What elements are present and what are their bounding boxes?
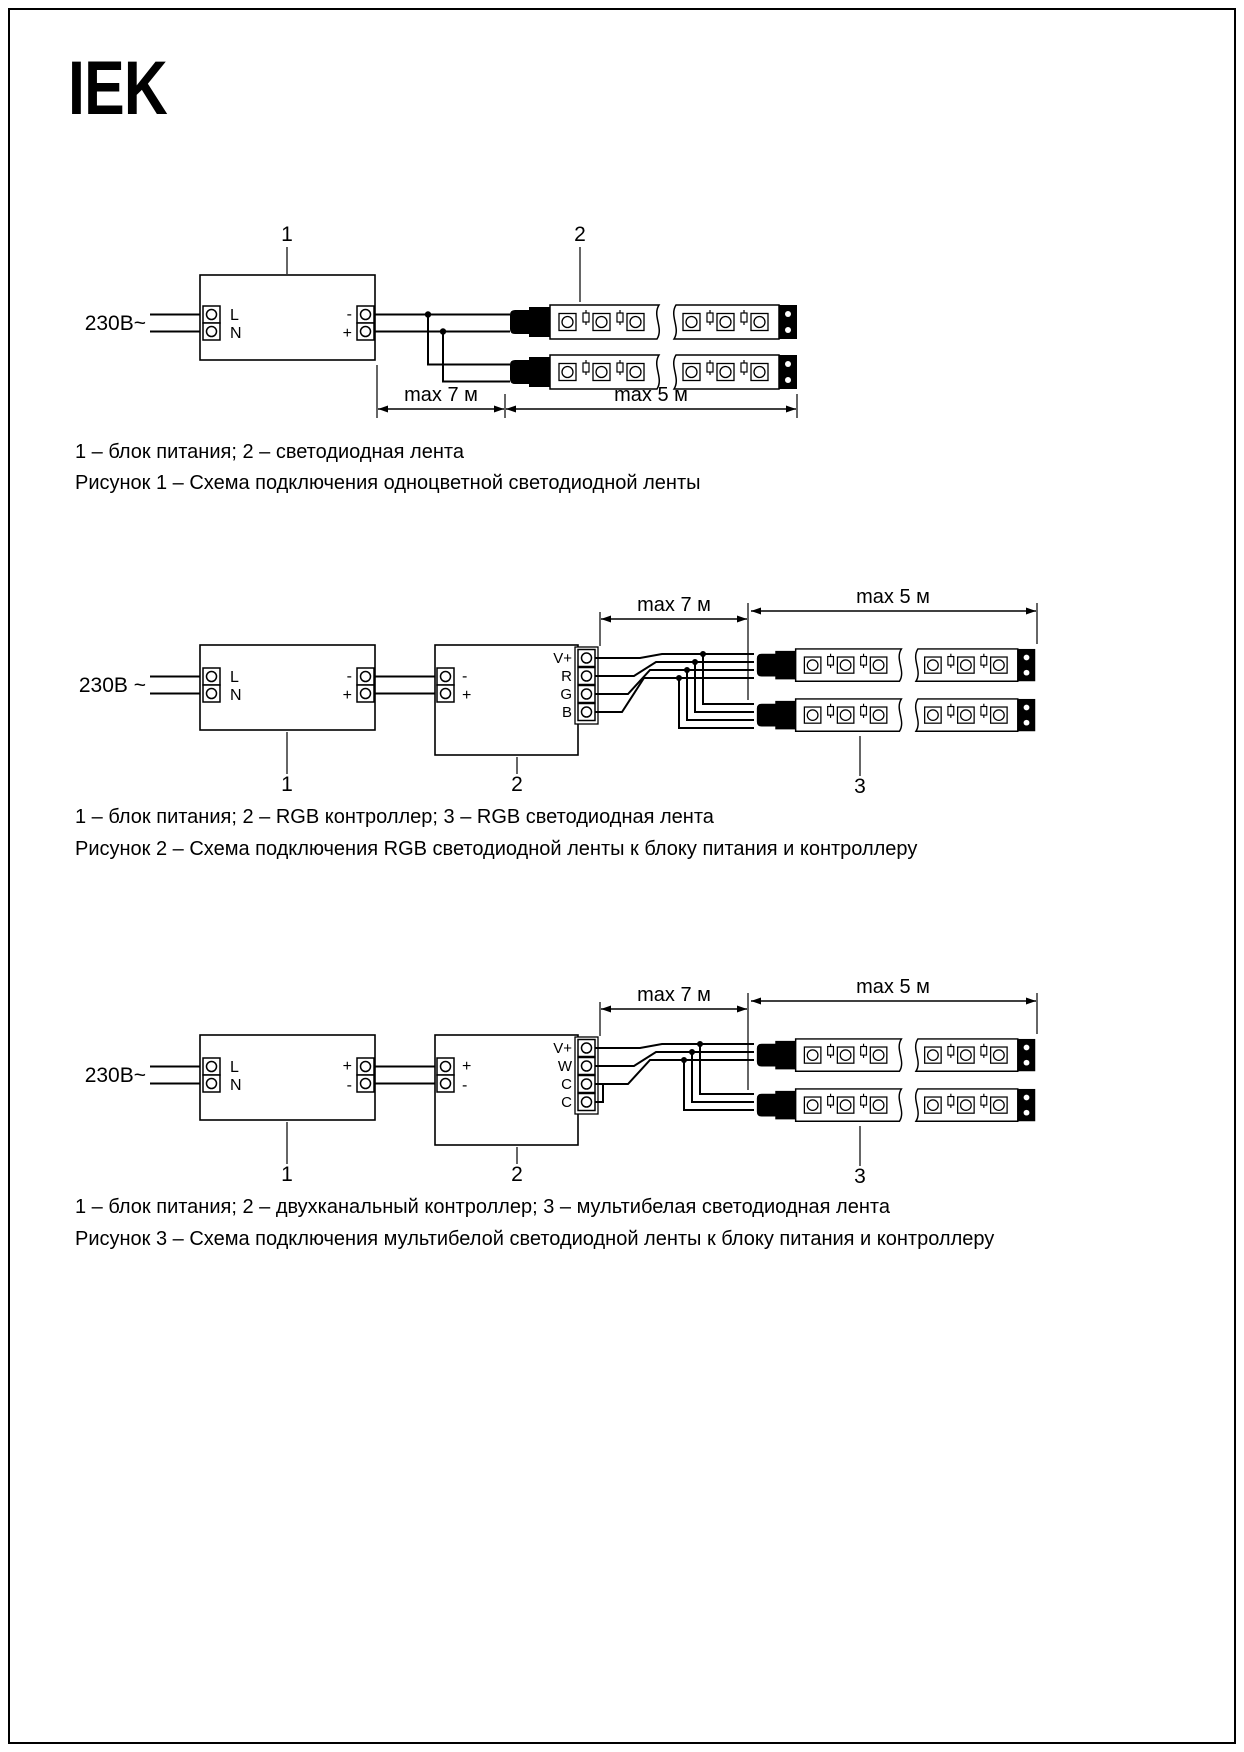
callout-number: 2	[574, 223, 586, 246]
out-c2-label: C	[561, 1094, 572, 1111]
input-plus-label: +	[462, 1058, 471, 1075]
mains-voltage-label: 230В ~	[79, 674, 146, 697]
fig3-led-strip-top	[757, 1039, 1035, 1071]
callout-number: 3	[854, 775, 866, 798]
callout-number: 1	[281, 1163, 293, 1186]
fig2-led-strip-bottom	[757, 699, 1035, 731]
fig1-wiring	[374, 311, 510, 383]
fig3-power-supply: L N + -	[199, 1034, 376, 1121]
output-plus-label: +	[343, 687, 352, 704]
fig2-psu-controller-wires	[374, 675, 437, 695]
input-minus-label: -	[462, 668, 467, 685]
terminal-n-label: N	[230, 1077, 242, 1094]
terminal-l-label: L	[230, 1059, 239, 1076]
fig2-controller: - + V+ R G B	[434, 644, 599, 756]
input-plus-label: +	[462, 687, 471, 704]
out-vplus-label: V+	[553, 650, 572, 667]
callout-number: 3	[854, 1165, 866, 1188]
callout-number: 2	[511, 773, 523, 796]
figure-1-legend: 1 – блок питания; 2 – светодиодная лента	[75, 441, 464, 463]
figure-3-diagram: max 7 м max 5 м 230В~ L N + - + - V+ W C…	[85, 976, 1038, 1188]
output-minus-label: -	[347, 1077, 352, 1094]
fig1-led-strip-top	[510, 305, 797, 339]
terminal-l-label: L	[230, 669, 239, 686]
fig3-strip-wiring	[595, 1041, 754, 1111]
figure-2-caption: Рисунок 2 – Схема подключения RGB светод…	[75, 838, 918, 860]
out-b-label: B	[562, 704, 572, 721]
figure-2-legend: 1 – блок питания; 2 – RGB контроллер; 3 …	[75, 806, 714, 828]
callout-number: 1	[281, 223, 293, 246]
iek-logo-text: IEK	[68, 48, 168, 128]
dimension-left-label: max 7 м	[637, 594, 711, 616]
iek-logo: IEK	[68, 48, 169, 128]
terminal-l-label: L	[230, 307, 239, 324]
output-minus-label: -	[347, 668, 352, 685]
fig3-dimensions: max 7 м max 5 м	[599, 976, 1038, 1090]
fig1-power-supply: L N - +	[199, 274, 376, 361]
fig3-callout-2: 2	[511, 1147, 523, 1186]
fig2-power-supply: L N - +	[199, 644, 376, 731]
fig3-mains: 230В~	[85, 1064, 203, 1087]
fig3-callout-3: 3	[854, 1126, 866, 1188]
dimension-right-label: max 5 м	[614, 384, 688, 406]
fig2-callout-3: 3	[854, 736, 866, 798]
dimension-right-label: max 5 м	[856, 586, 930, 608]
fig2-led-strip-top	[757, 649, 1035, 681]
mains-voltage-label: 230В~	[85, 1064, 146, 1087]
fig1-callout-2: 2	[574, 223, 586, 302]
fig2-dimensions: max 7 м max 5 м	[599, 586, 1038, 700]
fig2-callout-2: 2	[511, 757, 523, 796]
output-minus-label: -	[347, 306, 352, 323]
dimension-left-label: max 7 м	[404, 384, 478, 406]
figure-1-diagram: 1 2 230В~ L N - + ma	[85, 223, 820, 418]
fig3-led-strip-bottom	[757, 1089, 1035, 1121]
out-vplus-label: V+	[553, 1040, 572, 1057]
figure-2-diagram: max 7 м max 5 м 230В ~ L N - + - + V+ R …	[79, 586, 1038, 798]
terminal-n-label: N	[230, 325, 242, 342]
fig3-callout-1: 1	[281, 1122, 293, 1186]
fig3-psu-controller-wires	[374, 1065, 437, 1085]
callout-number: 2	[511, 1163, 523, 1186]
figure-1-caption: Рисунок 1 – Схема подключения одноцветно…	[75, 472, 701, 494]
mains-voltage-label: 230В~	[85, 312, 146, 335]
callout-number: 1	[281, 773, 293, 796]
out-r-label: R	[561, 668, 572, 685]
fig1-mains: 230В~	[85, 312, 203, 335]
dimension-right-label: max 5 м	[856, 976, 930, 998]
out-g-label: G	[560, 686, 572, 703]
fig1-callout-1: 1	[281, 223, 293, 274]
out-c1-label: C	[561, 1076, 572, 1093]
output-plus-label: +	[343, 1058, 352, 1075]
fig2-callout-1: 1	[281, 732, 293, 796]
terminal-n-label: N	[230, 687, 242, 704]
fig3-controller: + - V+ W C C	[434, 1034, 599, 1146]
fig1-dimensions: max 7 м max 5 м	[376, 365, 798, 418]
fig2-strip-wiring	[595, 651, 754, 729]
out-w-label: W	[558, 1058, 573, 1075]
figure-3-caption: Рисунок 3 – Схема подключения мультибело…	[75, 1228, 995, 1250]
dimension-left-label: max 7 м	[637, 984, 711, 1006]
fig2-mains: 230В ~	[79, 674, 203, 697]
figure-3-legend: 1 – блок питания; 2 – двухканальный конт…	[75, 1196, 890, 1218]
output-plus-label: +	[343, 325, 352, 342]
input-minus-label: -	[462, 1077, 467, 1094]
